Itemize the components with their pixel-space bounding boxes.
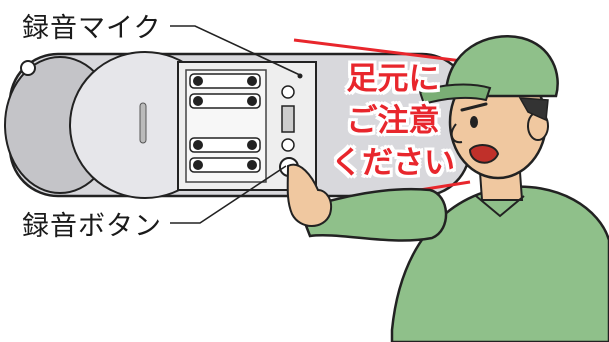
mic-leader-line <box>170 25 303 77</box>
button-leader-line <box>170 165 287 224</box>
warning-slash-top <box>293 38 471 64</box>
mic-label: 録音マイク <box>22 13 162 44</box>
battery-icon <box>189 73 261 173</box>
warning-message: 足元に ご注意 ください <box>318 58 468 184</box>
record-button-label: 録音ボタン <box>22 211 162 242</box>
warning-line-1: 足元に <box>346 61 440 97</box>
worker-illustration <box>286 35 609 342</box>
warning-line-3: ください <box>331 145 455 181</box>
recorder-device <box>4 51 472 199</box>
warning-line-2: ご注意 <box>346 103 440 139</box>
